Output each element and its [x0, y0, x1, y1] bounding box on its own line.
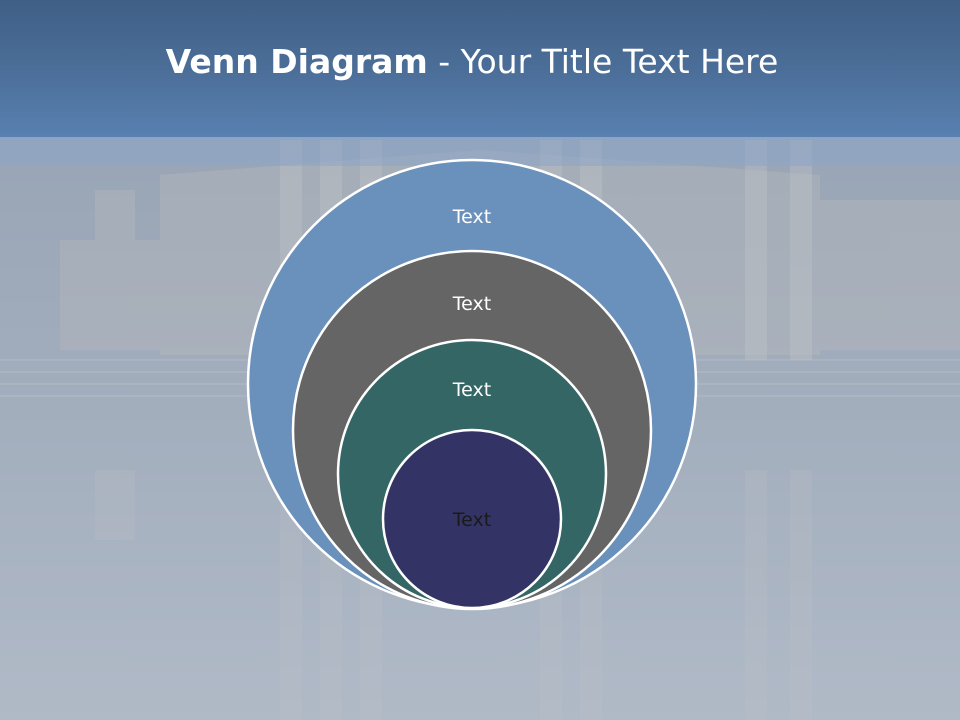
venn-circle-1-label: Text — [452, 206, 491, 228]
title-bar — [0, 0, 960, 137]
slide-title-bold: Venn Diagram — [165, 42, 428, 81]
venn-circle-4: Text — [381, 428, 563, 610]
slide-title: Venn Diagram - Your Title Text Here — [0, 40, 944, 84]
venn-circle-4-label: Text — [452, 509, 491, 531]
venn-circle-2-label: Text — [452, 293, 491, 315]
venn-circle-3-label: Text — [452, 379, 491, 401]
slide-title-rest: - Your Title Text Here — [427, 42, 779, 81]
